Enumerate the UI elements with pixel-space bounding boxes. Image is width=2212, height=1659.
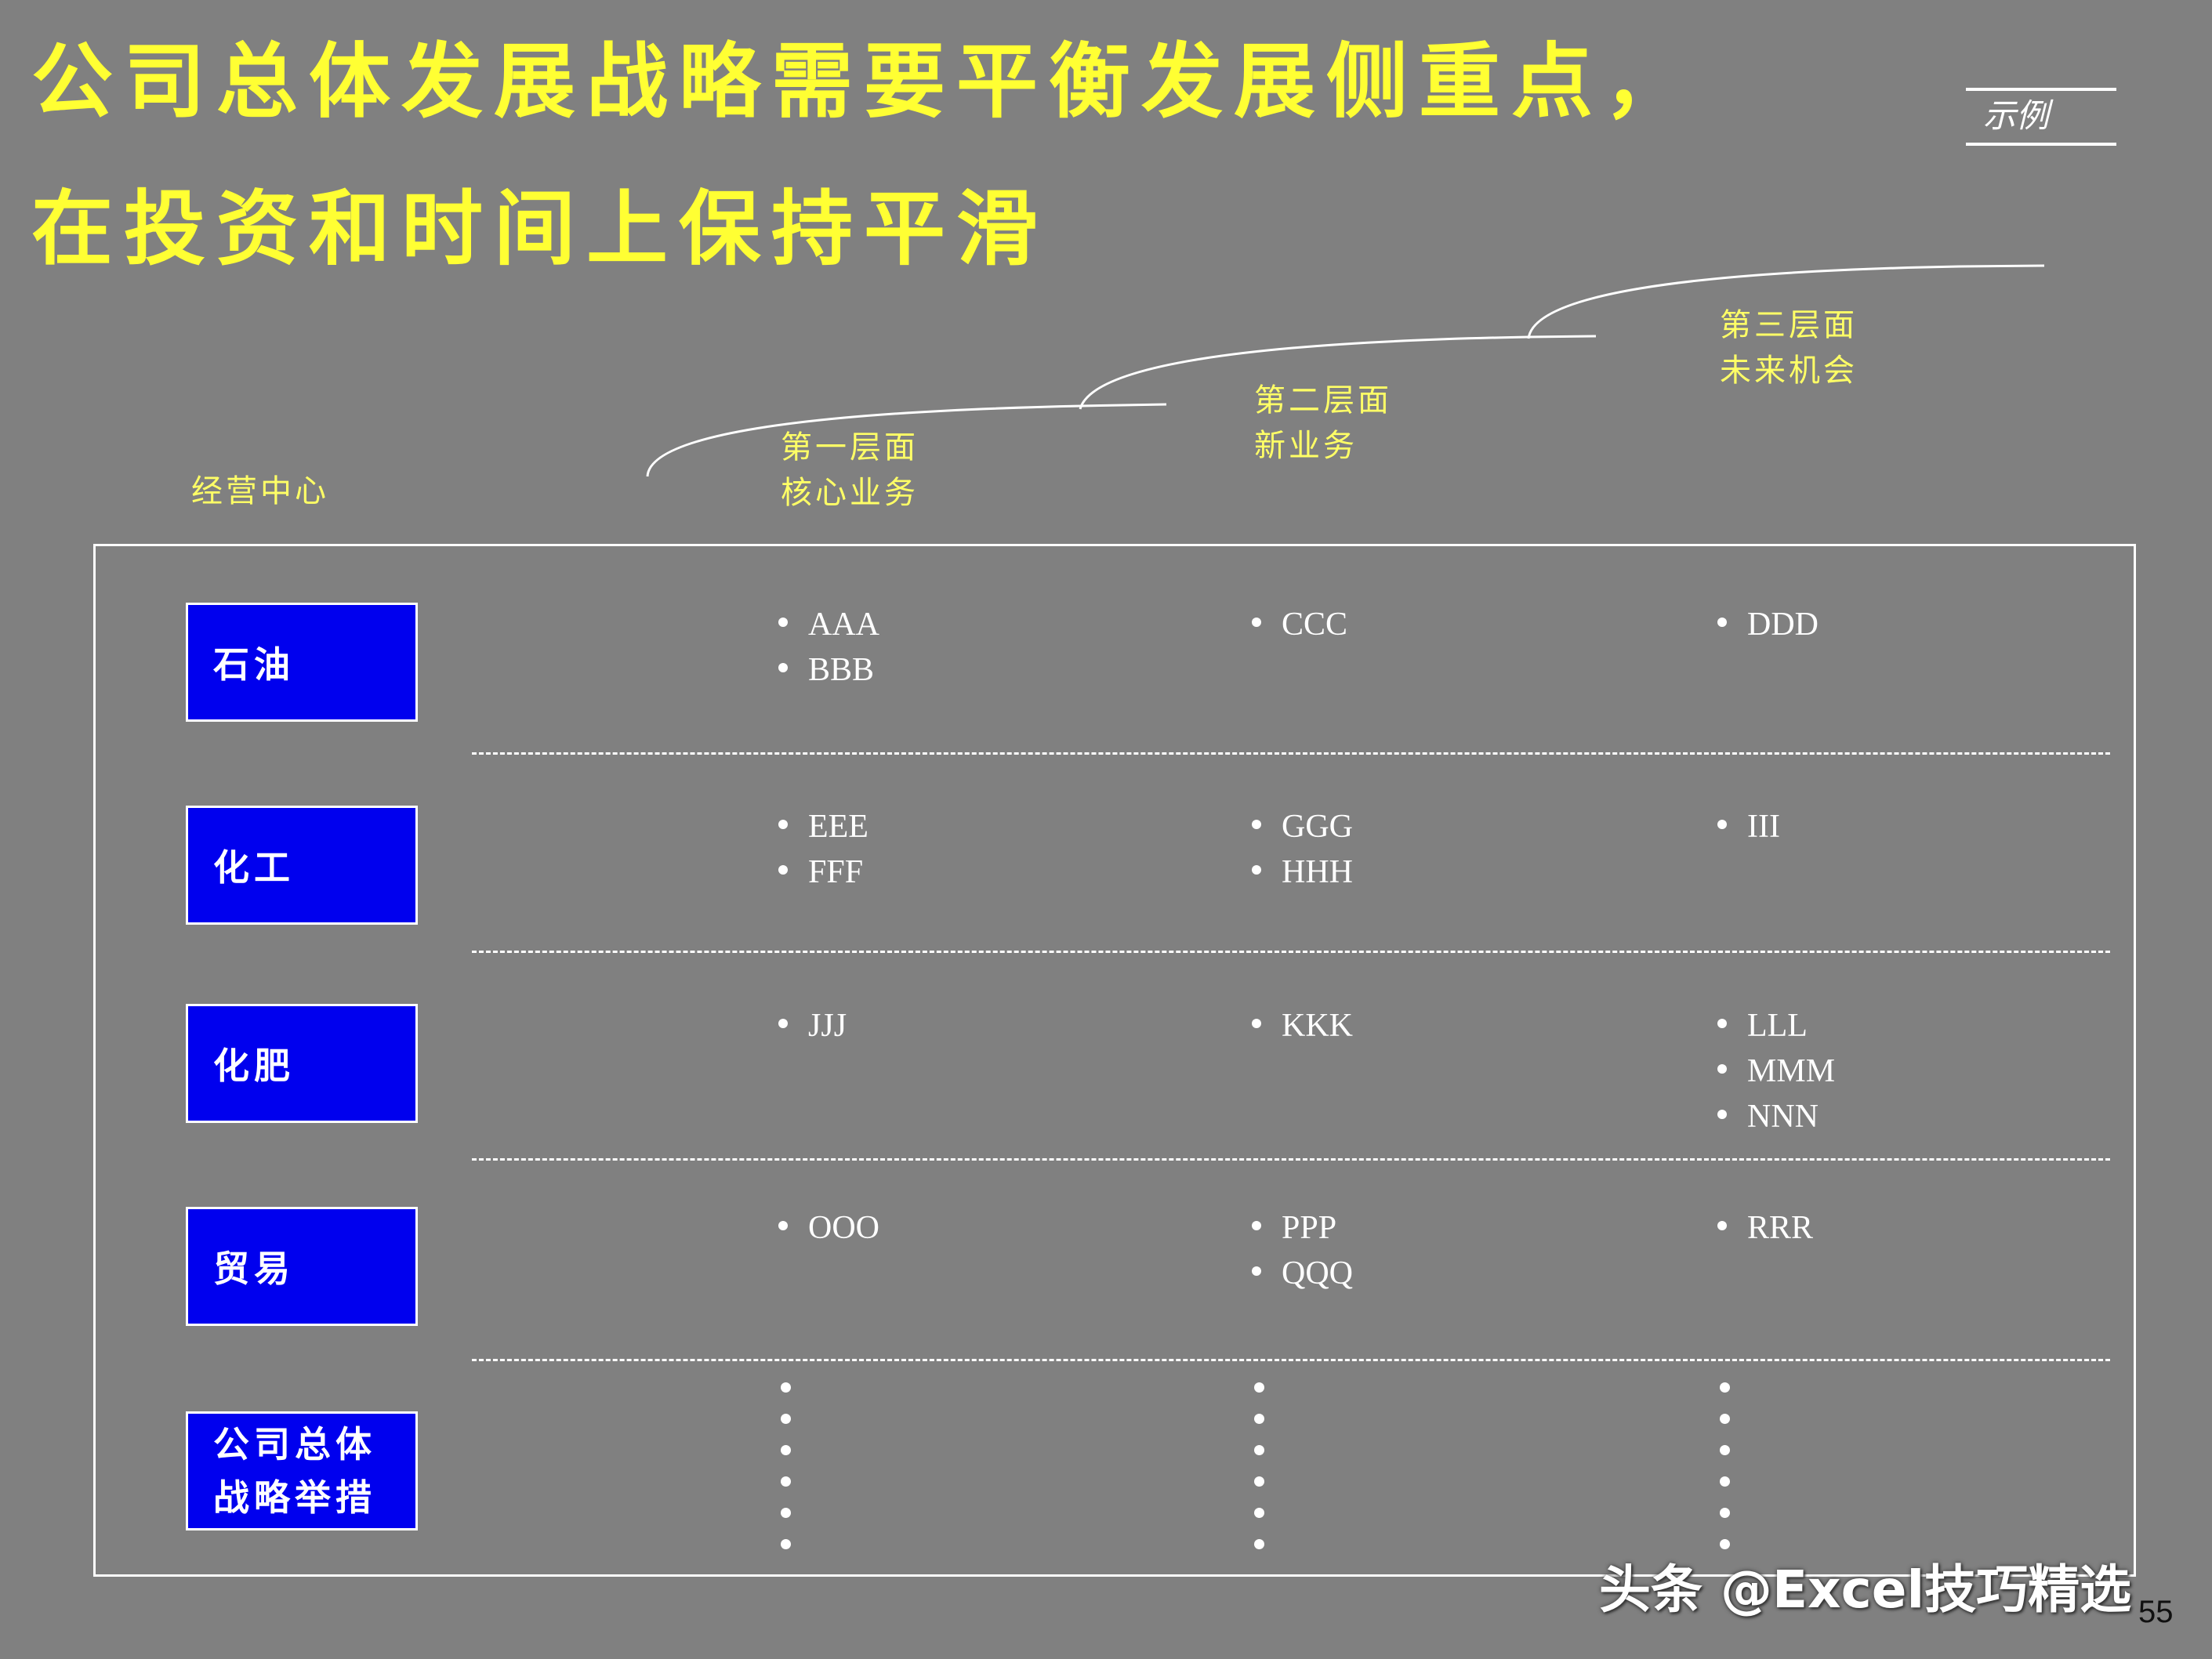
cell-chemical-new: GGG HHH (1252, 804, 1353, 895)
column-header: 经营中心 (191, 473, 329, 509)
list-item: NNN (1717, 1094, 1835, 1139)
title-line-2: 在投资和时间上保持平滑 (31, 180, 1050, 277)
cell-fertilizer-future: LLL MMM NNN (1717, 1003, 1835, 1139)
list-item: OOO (778, 1205, 879, 1251)
cell-chemical-future: III (1717, 804, 1780, 849)
level-3-label: 第三层面 未来机会 (1720, 307, 1858, 389)
list-item: DDD (1717, 602, 1819, 647)
page-number: 55 (2138, 1595, 2174, 1629)
cell-fertilizer-core: JJJ (778, 1003, 847, 1049)
level-2-curve (1079, 335, 1597, 410)
list-item: LLL (1717, 1003, 1835, 1049)
watermark: 头条 @Excel技巧精选 (1599, 1559, 2132, 1620)
level-curves (646, 264, 2045, 477)
row-label-trade: 贸易 (186, 1207, 418, 1326)
row-label-overall-strategy: 公司总体 战略举措 (186, 1411, 418, 1530)
row-divider (472, 1359, 2110, 1361)
cell-trade-new: PPP QQQ (1252, 1205, 1353, 1296)
level-1-curve (646, 403, 1167, 477)
row-divider (472, 752, 2110, 755)
list-item: III (1717, 804, 1780, 849)
list-item: BBB (778, 647, 879, 693)
content-frame (93, 544, 2136, 1577)
list-item: RRR (1717, 1205, 1813, 1251)
list-item: MMM (1717, 1049, 1835, 1094)
list-item: CCC (1252, 602, 1347, 647)
title-line-1: 公司总体发展战略需要平衡发展侧重点， (31, 33, 1697, 129)
example-tag: 示例 (1966, 88, 2116, 146)
list-item: GGG (1252, 804, 1353, 849)
list-item: JJJ (778, 1003, 847, 1049)
list-item: FFF (778, 849, 868, 895)
list-item: HHH (1252, 849, 1353, 895)
row-label-oil: 石油 (186, 603, 418, 722)
list-item: AAA (778, 602, 879, 647)
cell-trade-future: RRR (1717, 1205, 1813, 1251)
level-2-label: 第二层面 新业务 (1254, 382, 1392, 464)
cell-oil-future: DDD (1717, 602, 1819, 647)
row-divider (472, 951, 2110, 953)
list-item: PPP (1252, 1205, 1353, 1251)
cell-trade-core: OOO (778, 1205, 879, 1251)
row-label-fertilizer: 化肥 (186, 1004, 418, 1123)
level-1-label: 第一层面 核心业务 (781, 429, 919, 511)
row-label-chemical: 化工 (186, 806, 418, 925)
list-item: QQQ (1252, 1251, 1353, 1296)
cell-oil-new: CCC (1252, 602, 1347, 647)
cell-chemical-core: EEE FFF (778, 804, 868, 895)
level-3-curve (1527, 264, 2045, 339)
row-divider (472, 1158, 2110, 1161)
cell-oil-core: AAA BBB (778, 602, 879, 693)
list-item: KKK (1252, 1003, 1353, 1049)
cell-fertilizer-new: KKK (1252, 1003, 1353, 1049)
list-item: EEE (778, 804, 868, 849)
